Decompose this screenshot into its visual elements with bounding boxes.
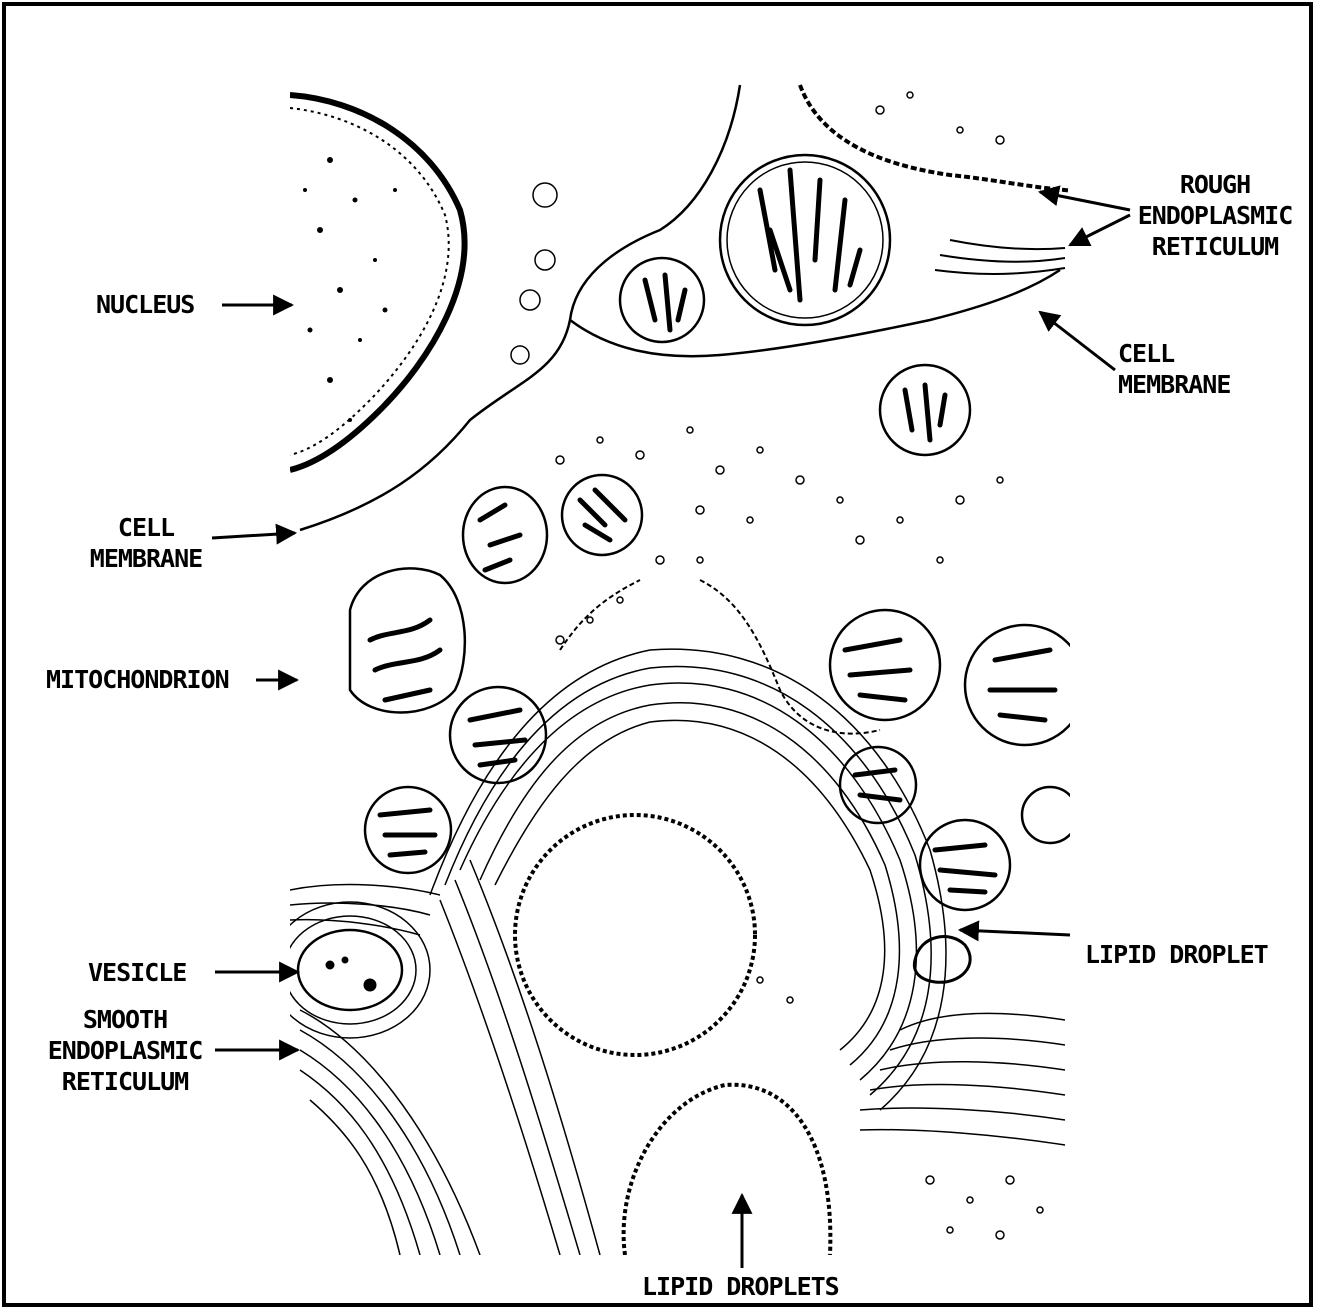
label-vesicle: VESICLE (88, 957, 186, 988)
label-cell-membrane-left-line1: CELL (82, 512, 210, 543)
label-cell-membrane-right-line2: MEMBRANE (1118, 369, 1230, 400)
label-cell-membrane-left: CELL MEMBRANE (82, 512, 210, 574)
lipid-droplets-shapes (515, 815, 970, 1255)
leader-arrows (212, 192, 1130, 1268)
label-cell-membrane-left-line2: MEMBRANE (82, 543, 210, 574)
cell-membrane-upper (300, 85, 740, 530)
label-smooth-er-line1: SMOOTH (35, 1004, 215, 1035)
rough-er-membrane (800, 85, 1095, 192)
label-lipid-droplet: LIPID DROPLET (1085, 939, 1268, 970)
smooth-er-lamellae (290, 649, 1065, 1255)
mitochondria-cristae (370, 170, 1055, 892)
ribosomes (511, 92, 1043, 1239)
label-nucleus: NUCLEUS (96, 289, 194, 320)
nucleus-shape (290, 95, 465, 470)
label-mitochondrion: MITOCHONDRION (46, 664, 229, 695)
label-rough-er: ROUGH ENDOPLASMIC RETICULUM (1125, 169, 1305, 262)
label-rough-er-line3: RETICULUM (1125, 231, 1305, 262)
label-smooth-er: SMOOTH ENDOPLASMIC RETICULUM (35, 1004, 215, 1097)
label-cell-membrane-right-line1: CELL (1118, 338, 1230, 369)
label-smooth-er-line2: ENDOPLASMIC (35, 1035, 215, 1066)
label-rough-er-line1: ROUGH (1125, 169, 1305, 200)
label-lipid-droplets: LIPID DROPLETS (642, 1271, 839, 1302)
label-smooth-er-line3: RETICULUM (35, 1066, 215, 1097)
label-rough-er-line2: ENDOPLASMIC (1125, 200, 1305, 231)
label-cell-membrane-right: CELL MEMBRANE (1118, 338, 1230, 400)
